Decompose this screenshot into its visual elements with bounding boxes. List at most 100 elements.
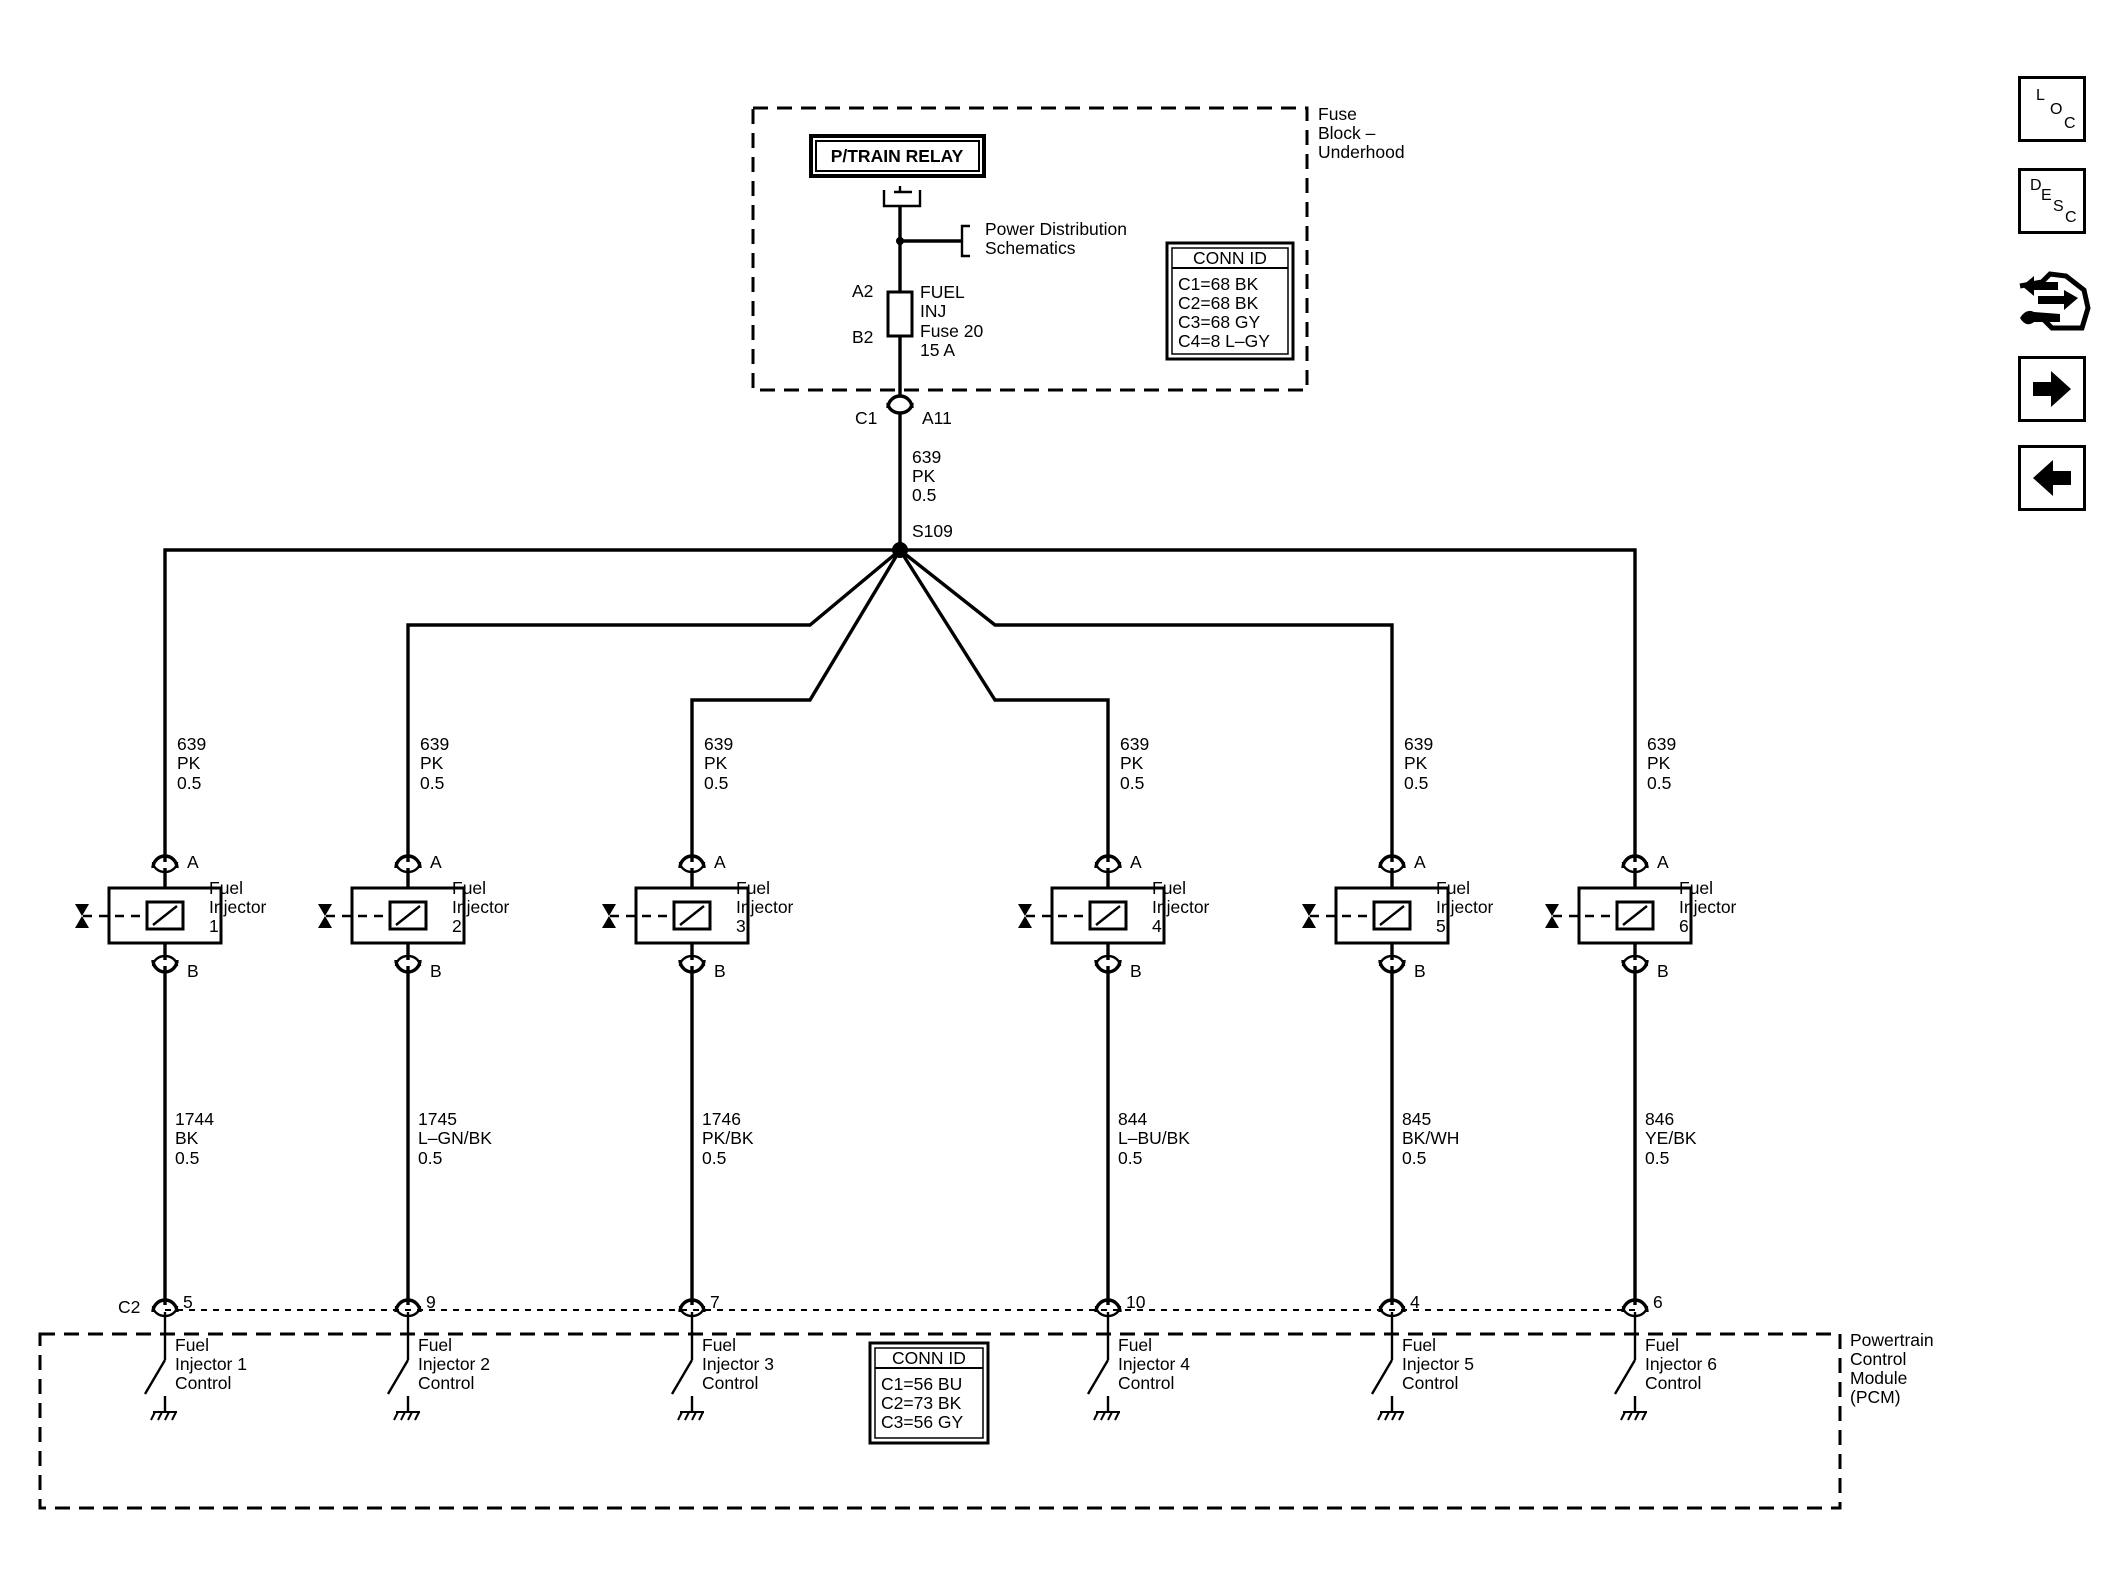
conn-id-rows: C1=68 BK C2=68 BK C3=68 GY C4=8 L–GY <box>1178 274 1270 351</box>
injector-5-body <box>1334 886 1450 945</box>
injector-2-pin-a: A <box>430 852 442 872</box>
arrow-right-button[interactable] <box>2018 356 2086 422</box>
fuse-block-title: Fuse Block – Underhood <box>1318 104 1405 162</box>
injector-4-pin-a: A <box>1130 852 1142 872</box>
pcm-ground-icon-3 <box>677 1411 704 1421</box>
injector-5-pin-a: A <box>1414 852 1426 872</box>
connector-end-view-icon[interactable] <box>2012 252 2092 332</box>
arrow-right-icon <box>2033 371 2071 407</box>
pcm-conn-id-table: CONN ID C1=56 BU C2=73 BK C3=56 GY <box>868 1341 990 1445</box>
pcm-ground-icon-1 <box>150 1411 177 1421</box>
fuse-label: FUEL INJ Fuse 20 15 A <box>920 282 988 360</box>
injector-6-pin-a: A <box>1657 852 1669 872</box>
fuse-block-outline <box>751 106 1309 392</box>
pcm: C2 Powertrain Control Module (PCM) CONN … <box>38 1297 1939 1510</box>
pcm-conn-id-header: CONN ID <box>892 1348 966 1368</box>
arrow-left-icon <box>2033 460 2071 496</box>
injector-3-valve-icon <box>602 904 616 928</box>
pcm-pin-2: 9 <box>426 1292 436 1312</box>
desc-letter-c: C <box>2065 209 2077 226</box>
pcm-pin-4: 10 <box>1126 1292 1146 1312</box>
pin-a11: A11 <box>922 408 952 428</box>
pcm-conn-id-rows: C1=56 BU C2=73 BK C3=56 GY <box>881 1374 967 1432</box>
ptrain-relay-box <box>809 134 986 178</box>
desc-letter-e: E <box>2041 187 2052 204</box>
relay-contact-symbol <box>882 186 922 208</box>
desc-button[interactable]: D E S C <box>2018 168 2086 234</box>
injector-5-valve-icon <box>1302 904 1316 928</box>
connector-c1: C1 <box>855 408 877 428</box>
injector-2-valve-icon <box>318 904 332 928</box>
injector-4-valve-icon <box>1018 904 1032 928</box>
injector-1-valve-icon <box>75 904 89 928</box>
fuse-block-conn-id-table: CONN ID C1=68 BK C2=68 BK C3=68 GY C4=8 … <box>1165 241 1295 361</box>
pcm-outline <box>38 1332 1842 1510</box>
desc-letter-s: S <box>2053 198 2064 215</box>
pcm-title: Powertrain Control Module (PCM) <box>1850 1330 1939 1407</box>
feed-wire-label: 639 PK 0.5 <box>912 447 946 505</box>
injector-4-pin-b: B <box>1130 961 1142 981</box>
injector-2-pin-b: B <box>430 961 442 981</box>
fuse-pin-a2: A2 <box>852 281 873 301</box>
injector-6-pin-b: B <box>1657 961 1669 981</box>
splice-distribution-wires <box>163 548 1637 862</box>
injector-3-pin-b: B <box>714 961 726 981</box>
svg-text:S109: S109 <box>912 521 953 541</box>
loc-button[interactable]: L O C <box>2018 76 2086 142</box>
injector-3-pin-a: A <box>714 852 726 872</box>
fuse-pin-b2: B2 <box>852 327 873 347</box>
pcm-pin-1: 5 <box>183 1292 193 1312</box>
ptrain-relay-label: P/TRAIN RELAY <box>831 146 964 166</box>
fuel-inj-fuse <box>886 290 914 338</box>
arrow-left-button[interactable] <box>2018 445 2086 511</box>
pcm-pin-6: 6 <box>1653 1292 1663 1312</box>
fuse-block-underhood: Fuse Block – Underhood P/TRAIN RELAY Pow… <box>751 104 1405 428</box>
injector-5-pin-b: B <box>1414 961 1426 981</box>
loc-letter-l: L <box>2036 87 2045 104</box>
connector-c2: C2 <box>118 1297 140 1317</box>
desc-letter-d: D <box>2030 177 2042 194</box>
power-distribution-link[interactable]: Power Distribution Schematics <box>985 219 1132 258</box>
pcm-ground-icon-4 <box>1093 1411 1120 1421</box>
injector-1-pin-b: B <box>187 961 199 981</box>
pcm-ground-icon-6 <box>1620 1411 1647 1421</box>
pcm-ground-icon-5 <box>1377 1411 1404 1421</box>
pcm-pin-5: 4 <box>1410 1292 1420 1312</box>
pcm-ground-icon-2 <box>393 1411 420 1421</box>
injector-6-valve-icon <box>1545 904 1559 928</box>
loc-letter-c: C <box>2064 115 2076 132</box>
pcm-pin-3: 7 <box>710 1292 720 1312</box>
